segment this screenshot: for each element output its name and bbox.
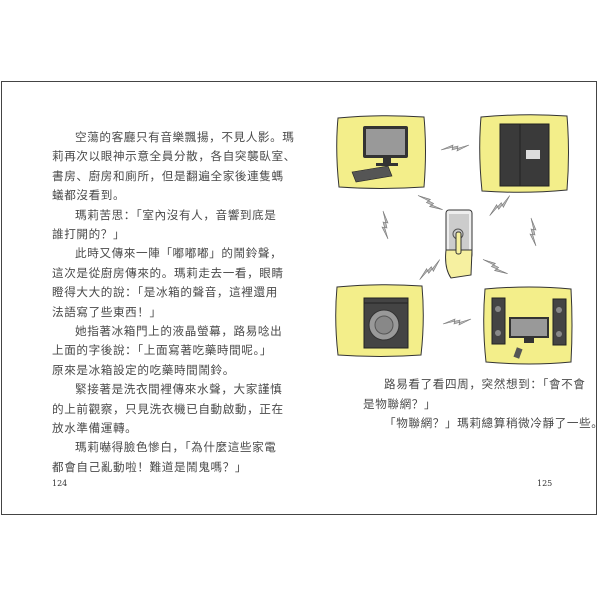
tv-speakers-icon bbox=[483, 286, 573, 365]
text-line: 莉再次以眼神示意全員分散，各自突襲臥室、 bbox=[52, 149, 296, 164]
text-line: 瑪莉苦思：「室內沒有人，音響到底是 bbox=[75, 207, 277, 222]
text-line: 上面的字後說：「上面寫著吃藥時間呢。」 bbox=[52, 343, 273, 358]
text-line: 放水準備運轉。 bbox=[52, 421, 138, 435]
text-line: 「物聯網？」瑪莉總算稍微冷靜了一些。 bbox=[384, 416, 600, 430]
text-line: 書房、廚房和廁所，但是翻遍全家後連隻螞 bbox=[52, 168, 284, 183]
text-line: 緊接著是洗衣間裡傳來水聲，大家謹慎 bbox=[75, 382, 283, 397]
signal-bolt-icon bbox=[442, 318, 472, 326]
text-line: 她指著冰箱門上的液晶螢幕，路易唸出 bbox=[75, 324, 283, 338]
text-line: 路易看了看四周，突然想到：「會不會 bbox=[384, 377, 586, 391]
text-line: 的上前觀察，只見洗衣機已自動啟動，正在 bbox=[52, 401, 284, 416]
computer-icon bbox=[336, 115, 426, 189]
signal-bolt-icon bbox=[440, 144, 470, 152]
text-line: 此時又傳來一陣「嘟嘟嘟」的鬧鈴聲， bbox=[75, 246, 283, 261]
text-line: 瑪莉嚇得臉色慘白，「為什麼這些家電 bbox=[75, 440, 277, 455]
page-number-left: 124 bbox=[52, 479, 68, 488]
text-line: 都會自己亂動啦！難道是鬧鬼嗎？」 bbox=[52, 459, 248, 474]
washing-machine-icon bbox=[335, 284, 424, 357]
signal-bolt-icon bbox=[529, 217, 537, 247]
signal-bolt-icon bbox=[417, 191, 443, 215]
refrigerator-icon bbox=[479, 114, 569, 193]
smartphone-hand-icon bbox=[445, 209, 473, 279]
text-line: 法語寫了些東西！」 bbox=[52, 304, 162, 319]
signal-bolt-icon bbox=[486, 195, 514, 217]
text-line: 原來是冰箱設定的吃藥時間鬧鈴。 bbox=[52, 362, 235, 377]
signal-bolt-icon bbox=[416, 259, 444, 281]
signal-bolt-icon bbox=[482, 255, 508, 279]
text-line: 瞪得大大的說：「是冰箱的聲音，這裡還用 bbox=[52, 285, 278, 300]
text-line: 誰打開的？」 bbox=[52, 227, 126, 241]
page-number-right: 125 bbox=[537, 479, 553, 488]
text-line: 是物聯網？」 bbox=[363, 396, 437, 411]
text-line: 空蕩的客廳只有音樂飄揚，不見人影。瑪 bbox=[75, 130, 295, 144]
book-spread-frame bbox=[1, 81, 597, 515]
text-line: 蟻都沒看到。 bbox=[52, 188, 126, 203]
signal-bolt-icon bbox=[381, 210, 389, 240]
text-line: 這次是從廚房傳來的。瑪莉走去一看，眼睛 bbox=[52, 265, 284, 280]
